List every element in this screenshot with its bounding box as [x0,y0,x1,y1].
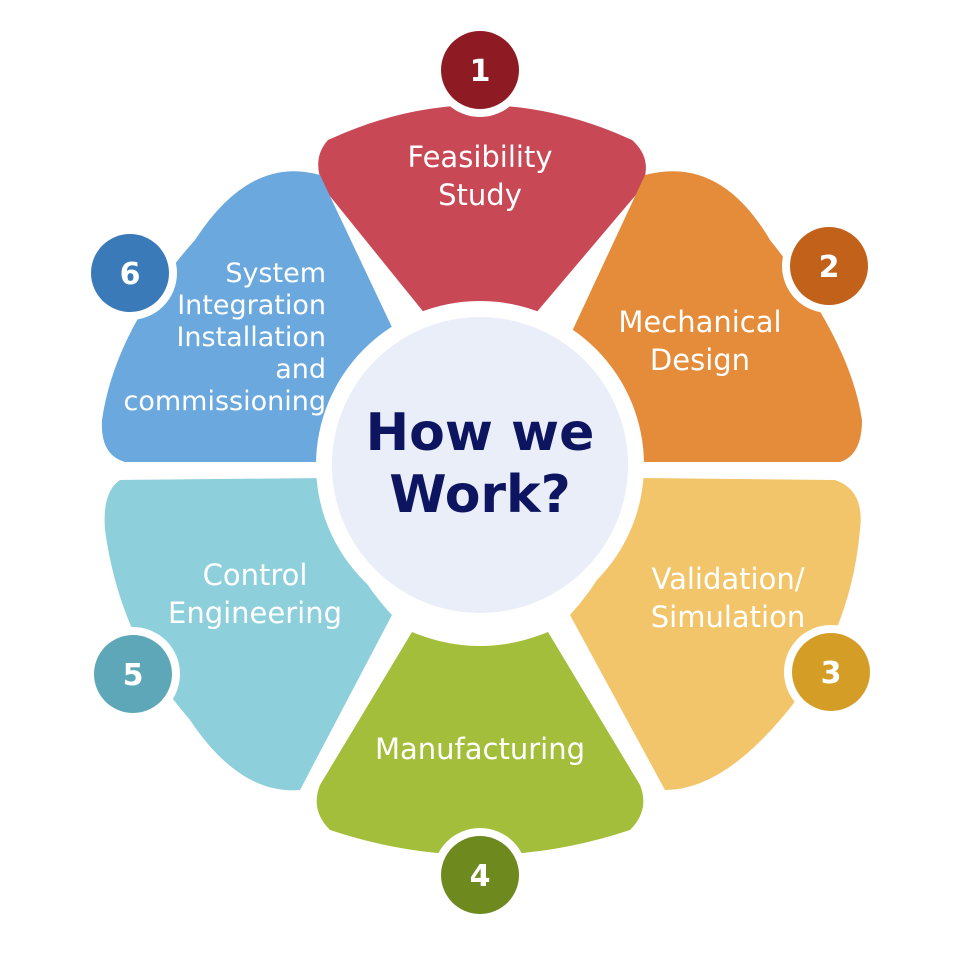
label-validation-simulation: Validation/ Simulation [628,560,828,636]
label-line: Feasibility [407,140,553,174]
badge-4-number: 4 [470,859,491,894]
badge-5-number: 5 [123,658,144,693]
label-feasibility-study: Feasibility Study [380,138,580,214]
petal-control-engineering [104,478,393,791]
label-line: Engineering [168,596,342,630]
center-circle [332,317,628,613]
petal-mechanical-design [568,171,862,462]
label-line: Validation/ [651,562,805,596]
badge-6: 6 [83,226,177,320]
badge-2: 2 [782,219,876,313]
label-manufacturing: Manufacturing [360,730,600,768]
label-mechanical-design: Mechanical Design [600,303,800,379]
label-line: Design [649,343,751,377]
badge-1-number: 1 [470,54,491,89]
label-system-integration: System Integration Installation and comm… [110,258,327,418]
badge-3: 3 [784,625,878,719]
label-line: System [225,258,326,289]
label-line: Study [438,178,522,212]
label-line: Control [202,558,308,592]
center-title: How we Work? [330,402,630,526]
label-line: Installation [176,322,326,353]
petal-feasibility [318,105,646,320]
label-line: Simulation [650,600,806,634]
label-line: Mechanical [618,305,782,339]
petal-system-integration [101,171,398,462]
badge-2-number: 2 [819,250,840,285]
petal-validation [570,478,861,790]
badge-4: 4 [433,828,527,922]
petal-manufacturing [316,632,644,855]
badge-3-number: 3 [821,656,842,691]
badge-1: 1 [433,23,527,117]
badge-5: 5 [86,627,180,721]
badge-6-number: 6 [120,257,141,292]
center-title-line2: Work? [389,465,571,525]
center-title-line1: How we [365,403,595,463]
label-line: Integration [177,290,326,321]
label-line: and [275,354,326,385]
label-line: Manufacturing [375,732,585,766]
label-line: commissioning [123,386,327,417]
label-control-engineering: Control Engineering [150,556,360,632]
